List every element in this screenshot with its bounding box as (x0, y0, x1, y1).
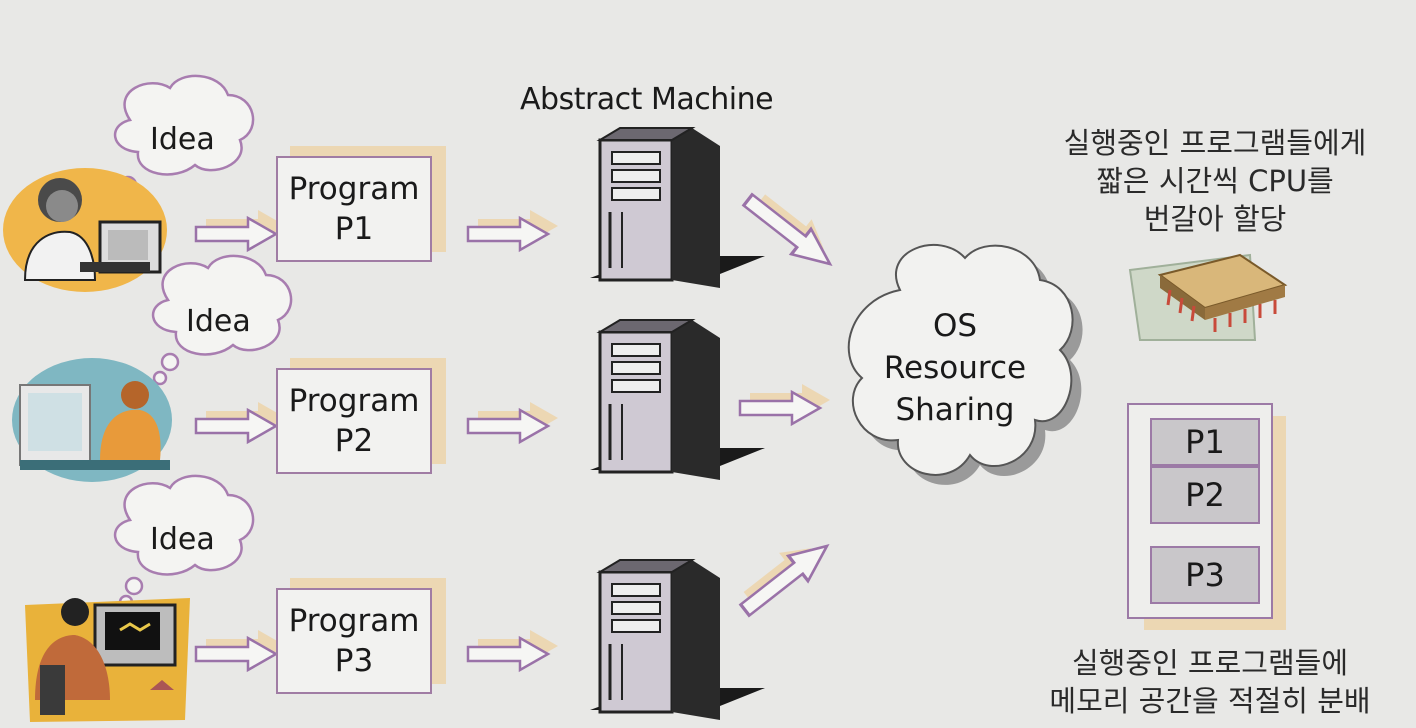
program-box-p3: Program P3 (276, 578, 446, 694)
cpu-chip-icon (1128, 253, 1288, 341)
cpu-note-line-1: 실행중인 프로그램들에게 (1063, 126, 1367, 160)
person-illustration-1 (3, 168, 167, 292)
memory-block-p3: P3 (1150, 546, 1260, 604)
cpu-allocation-note: 실행중인 프로그램들에게 짧은 시간씩 CPU를 번갈아 할당 (1030, 124, 1400, 238)
program-label: Program (288, 383, 420, 419)
idea-label-3: Idea (150, 522, 215, 557)
idea-cloud-1 (113, 74, 255, 210)
program-box-p1: Program P1 (276, 146, 446, 262)
memory-note-line-1: 실행중인 프로그램들에 (1071, 646, 1349, 680)
abstract-machine-3 (588, 558, 767, 722)
program-id: P1 (334, 211, 374, 247)
program-id: P2 (334, 423, 374, 459)
os-resource-sharing-label: OS Resource Sharing (860, 305, 1050, 431)
memory-block-p2: P2 (1150, 466, 1260, 524)
person-illustration-3 (25, 598, 190, 722)
os-cloud (847, 243, 1083, 485)
arrows-machine-to-os (733, 185, 842, 625)
idea-label-1: Idea (150, 122, 215, 157)
memory-allocation-note: 실행중인 프로그램들에 메모리 공간을 적절히 분배 (1010, 644, 1410, 720)
os-line-3: Sharing (895, 392, 1015, 428)
cpu-note-line-3: 번갈아 할당 (1143, 202, 1287, 236)
program-box-p2: Program P2 (276, 358, 446, 474)
idea-cloud-2 (151, 254, 293, 386)
abstract-machine-title: Abstract Machine (520, 82, 774, 117)
os-line-1: OS (932, 308, 978, 344)
abstract-machine-1 (588, 126, 767, 290)
cpu-note-line-2: 짧은 시간씩 CPU를 (1096, 164, 1334, 198)
program-id: P3 (334, 643, 374, 679)
memory-note-line-2: 메모리 공간을 적절히 분배 (1049, 684, 1371, 718)
program-label: Program (288, 603, 420, 639)
program-label: Program (288, 171, 420, 207)
person-illustration-2 (12, 358, 172, 482)
arrows-program-to-machine (466, 210, 558, 672)
os-line-2: Resource (883, 350, 1027, 386)
idea-label-2: Idea (186, 304, 251, 339)
memory-block-p1: P1 (1150, 418, 1260, 466)
